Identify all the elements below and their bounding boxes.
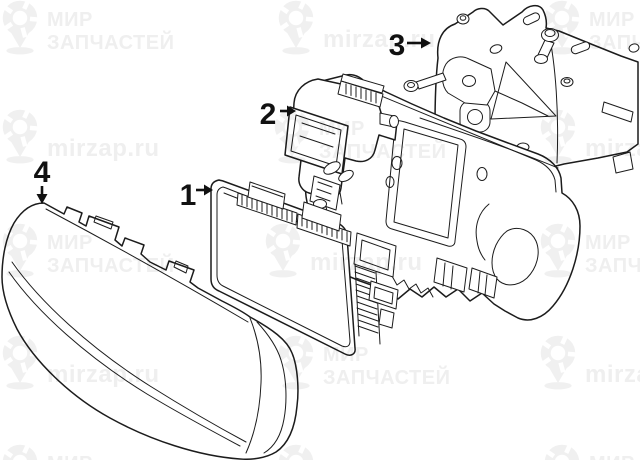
callouts: 1 2 3 4 — [34, 29, 431, 212]
side-cylinder-end — [389, 115, 399, 128]
bracket-triangular-cutout — [490, 61, 557, 120]
cover-endcap-line — [245, 317, 262, 454]
part-4-cover — [1, 202, 299, 460]
connector-row-a-block — [247, 181, 286, 210]
callout-1: 1 — [180, 179, 213, 212]
lobe-opening — [491, 227, 539, 286]
clip-block-ribs — [477, 271, 488, 296]
connector-row-b-pins — [301, 215, 348, 243]
carrier-teeth — [391, 275, 434, 298]
connector-row-b-block — [301, 201, 342, 232]
mini-connector-ribs — [345, 83, 377, 104]
callout-1-arrowhead — [204, 184, 213, 196]
bracket-tab — [612, 151, 634, 174]
bracket-slot — [601, 101, 634, 123]
bracket-hole — [628, 43, 640, 53]
rivet-center — [459, 15, 467, 21]
side-fins — [354, 265, 379, 334]
wing-tab — [338, 169, 354, 183]
side-plug-upper-inner — [359, 239, 391, 271]
carrier-hole — [391, 156, 403, 170]
side-plug-lower — [368, 280, 399, 310]
callout-3-arrowhead — [421, 37, 431, 49]
callout-3: 3 — [389, 29, 431, 62]
bolt-head — [541, 28, 559, 42]
lobe-step-line — [475, 203, 490, 261]
cover-endcap-line-2 — [256, 321, 287, 454]
cover-outline — [1, 202, 299, 460]
cover-clip-hole — [93, 215, 114, 230]
rivet-center — [563, 78, 571, 84]
connector-row-a-pins — [241, 194, 293, 223]
carrier-hole — [476, 167, 488, 181]
side-plug-lower-inner — [373, 286, 394, 305]
bolt-head-top — [407, 82, 415, 88]
rivet — [456, 13, 470, 25]
bolt-head — [403, 80, 419, 92]
callout-3-label: 3 — [389, 29, 406, 62]
callout-2-label: 2 — [260, 98, 277, 131]
carrier-clip-block — [468, 267, 498, 299]
callout-4-arrowhead — [36, 194, 48, 204]
foot-hole — [462, 75, 476, 87]
block-a-line — [251, 185, 284, 198]
carrier-hole — [385, 176, 395, 188]
callout-4: 4 — [34, 156, 51, 204]
bolt-washer — [534, 54, 548, 64]
cover-crease-2 — [8, 271, 241, 447]
callout-1-label: 1 — [180, 179, 197, 212]
mini-connector-cap — [340, 73, 385, 94]
bracket-hole — [489, 44, 503, 54]
part-3-mounting-bracket — [434, 4, 640, 174]
carrier-clip-block — [433, 257, 468, 293]
wing-tab — [323, 161, 341, 175]
grommet-hole — [467, 109, 483, 125]
callout-4-label: 4 — [34, 156, 51, 189]
foot-ribs — [315, 181, 333, 202]
cover-clip-hole — [173, 260, 189, 274]
clip-block-ribs — [442, 262, 454, 290]
side-plug-upper — [353, 232, 397, 278]
side-plug-stem — [378, 308, 395, 329]
cover-lip-line — [45, 208, 249, 323]
cover-crease — [11, 261, 247, 443]
foot-link-line — [494, 90, 549, 117]
bracket-slot — [522, 12, 541, 26]
frame-opening-inner — [393, 128, 459, 239]
